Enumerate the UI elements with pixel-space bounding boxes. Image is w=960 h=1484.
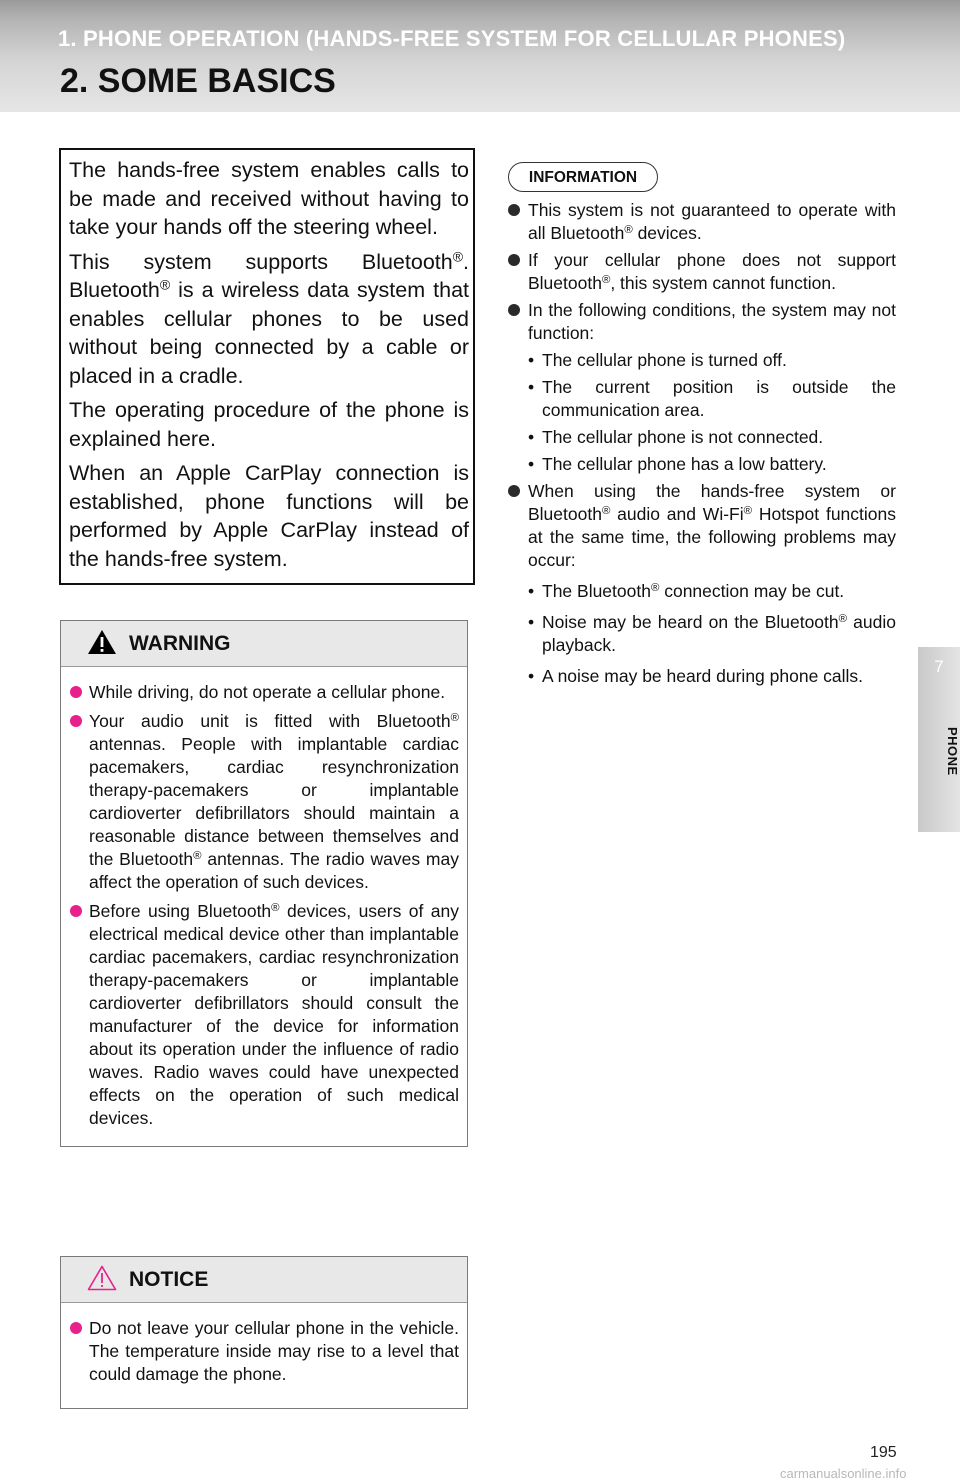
sub-bullet-mark: • — [528, 350, 535, 370]
text-run: devices. — [632, 223, 702, 243]
registered-mark: ® — [601, 504, 611, 517]
registered-mark: ® — [650, 581, 660, 594]
text-run: While driving, do not operate a cellular… — [89, 682, 446, 702]
text-run: Do not leave your cellular phone in the … — [89, 1318, 459, 1384]
bullet-dot-icon — [70, 715, 82, 727]
notice-body: Do not leave your cellular phone in the … — [61, 1303, 467, 1408]
warning-title: WARNING — [129, 632, 231, 655]
registered-mark: ® — [271, 901, 280, 914]
info-sub-item: • A noise may be heard during phone calls… — [528, 665, 896, 688]
notice-bullet: Do not leave your cellular phone in the … — [70, 1317, 459, 1386]
warning-bullet: While driving, do not operate a cellular… — [70, 681, 459, 704]
text-run: Your audio unit is fitted with Bluetooth — [89, 711, 451, 731]
intro-paragraph: The hands-free system enables calls to b… — [69, 158, 469, 239]
info-sub-item: • The current position is outside the com… — [528, 376, 896, 422]
warning-panel: WARNING While driving, do not operate a … — [60, 620, 468, 1147]
text-run: If your cellular phone does not support … — [528, 250, 896, 293]
text-run: is a wireless data system that enables c… — [69, 278, 469, 388]
registered-mark: ® — [624, 223, 633, 236]
text-run: antennas. The radio waves may affect the… — [89, 849, 459, 892]
bullet-dot-icon — [508, 204, 520, 216]
warning-bullet: Before using Bluetooth® devices, users o… — [70, 900, 459, 1130]
sub-bullet-mark: • — [528, 581, 535, 601]
info-sub-item: • The Bluetooth® connection may be cut. — [528, 580, 896, 603]
text-run: This system is not guaranteed to operate… — [528, 200, 896, 243]
intro-paragraph: When an Apple CarPlay connection is esta… — [69, 461, 469, 571]
warning-bullet: Your audio unit is fitted with Bluetooth… — [70, 710, 459, 894]
intro-paragraph: This system supports Bluetooth®. Bluetoo… — [69, 248, 469, 391]
text-run: A noise may be heard during phone calls. — [542, 666, 864, 686]
bullet-dot-icon — [508, 485, 520, 497]
information-body: This system is not guaranteed to operate… — [508, 199, 896, 692]
sub-bullet-mark: • — [528, 666, 535, 686]
text-run: In the following conditions, the system … — [528, 300, 896, 343]
info-sub-item: • Noise may be heard on the Bluetooth® au… — [528, 611, 896, 657]
notice-triangle-icon — [87, 1265, 117, 1291]
text-run: This system supports Bluetooth — [69, 249, 453, 274]
chapter-title: 1. PHONE OPERATION (HANDS-FREE SYSTEM FO… — [58, 26, 846, 51]
text-run: Noise may be heard on the Bluetooth — [542, 612, 839, 632]
registered-mark: ® — [159, 276, 171, 293]
bullet-dot-icon — [70, 905, 82, 917]
text-run: Hotspot functions at the same time, the … — [528, 504, 896, 570]
text-run: audio playback. — [542, 612, 896, 655]
header-band — [0, 0, 960, 112]
text-run: antennas. People with implantable cardia… — [89, 734, 459, 869]
info-sub-item: • The cellular phone is turned off. — [528, 349, 896, 372]
text-run: devices, users of any electrical medical… — [89, 901, 459, 1128]
text-run: , this system cannot function. — [610, 273, 836, 293]
sub-bullet-mark: • — [528, 427, 535, 447]
info-sub-item: • The cellular phone is not connected. — [528, 426, 896, 449]
warning-body: While driving, do not operate a cellular… — [61, 667, 467, 1146]
sub-bullet-mark: • — [528, 612, 535, 632]
bullet-dot-icon — [70, 1322, 82, 1334]
section-title: 2. SOME BASICS — [60, 62, 336, 100]
bullet-dot-icon — [70, 686, 82, 698]
registered-mark: ® — [452, 247, 464, 264]
info-bullet: In the following conditions, the system … — [508, 299, 896, 476]
chapter-number: 7 — [934, 657, 944, 676]
text-run: connection may be cut. — [659, 581, 845, 601]
chapter-side-tab[interactable]: 7 PHONE — [918, 647, 960, 832]
text-run: The current position is outside the comm… — [542, 377, 896, 420]
bullet-dot-icon — [508, 254, 520, 266]
text-run: The cellular phone is not connected. — [542, 427, 824, 447]
watermark: carmanualsonline.info — [780, 1466, 907, 1481]
info-bullet: If your cellular phone does not support … — [508, 249, 896, 295]
info-bullet: When using the hands-free system or Blue… — [508, 480, 896, 688]
text-run: audio and Wi-Fi — [610, 504, 744, 524]
intro-box: The hands-free system enables calls to b… — [59, 148, 475, 585]
text-run: The cellular phone has a low battery. — [542, 454, 827, 474]
warning-header: WARNING — [61, 621, 467, 667]
text-run: . Bluetooth — [69, 249, 469, 303]
notice-title: NOTICE — [129, 1268, 209, 1291]
information-badge: INFORMATION — [508, 162, 658, 192]
warning-triangle-icon — [88, 630, 116, 654]
page-number: 195 — [870, 1444, 897, 1461]
info-sub-item: • The cellular phone has a low battery. — [528, 453, 896, 476]
sub-bullet-mark: • — [528, 454, 535, 474]
notice-panel: NOTICE Do not leave your cellular phone … — [60, 1256, 468, 1409]
registered-mark: ® — [450, 711, 459, 724]
sub-bullet-mark: • — [528, 377, 535, 397]
text-run: When using the hands-free system or Blue… — [528, 481, 896, 524]
text-run: The Bluetooth — [542, 581, 651, 601]
notice-header: NOTICE — [61, 1257, 467, 1303]
registered-mark: ® — [838, 612, 848, 625]
registered-mark: ® — [743, 504, 752, 517]
text-run: The cellular phone is turned off. — [542, 350, 787, 370]
bullet-dot-icon — [508, 304, 520, 316]
info-bullet: This system is not guaranteed to operate… — [508, 199, 896, 245]
intro-paragraph: The operating procedure of the phone is … — [69, 398, 469, 451]
registered-mark: ® — [193, 849, 202, 862]
registered-mark: ® — [601, 273, 611, 286]
text-run: Before using Bluetooth — [89, 901, 272, 921]
chapter-label: PHONE — [945, 727, 960, 776]
